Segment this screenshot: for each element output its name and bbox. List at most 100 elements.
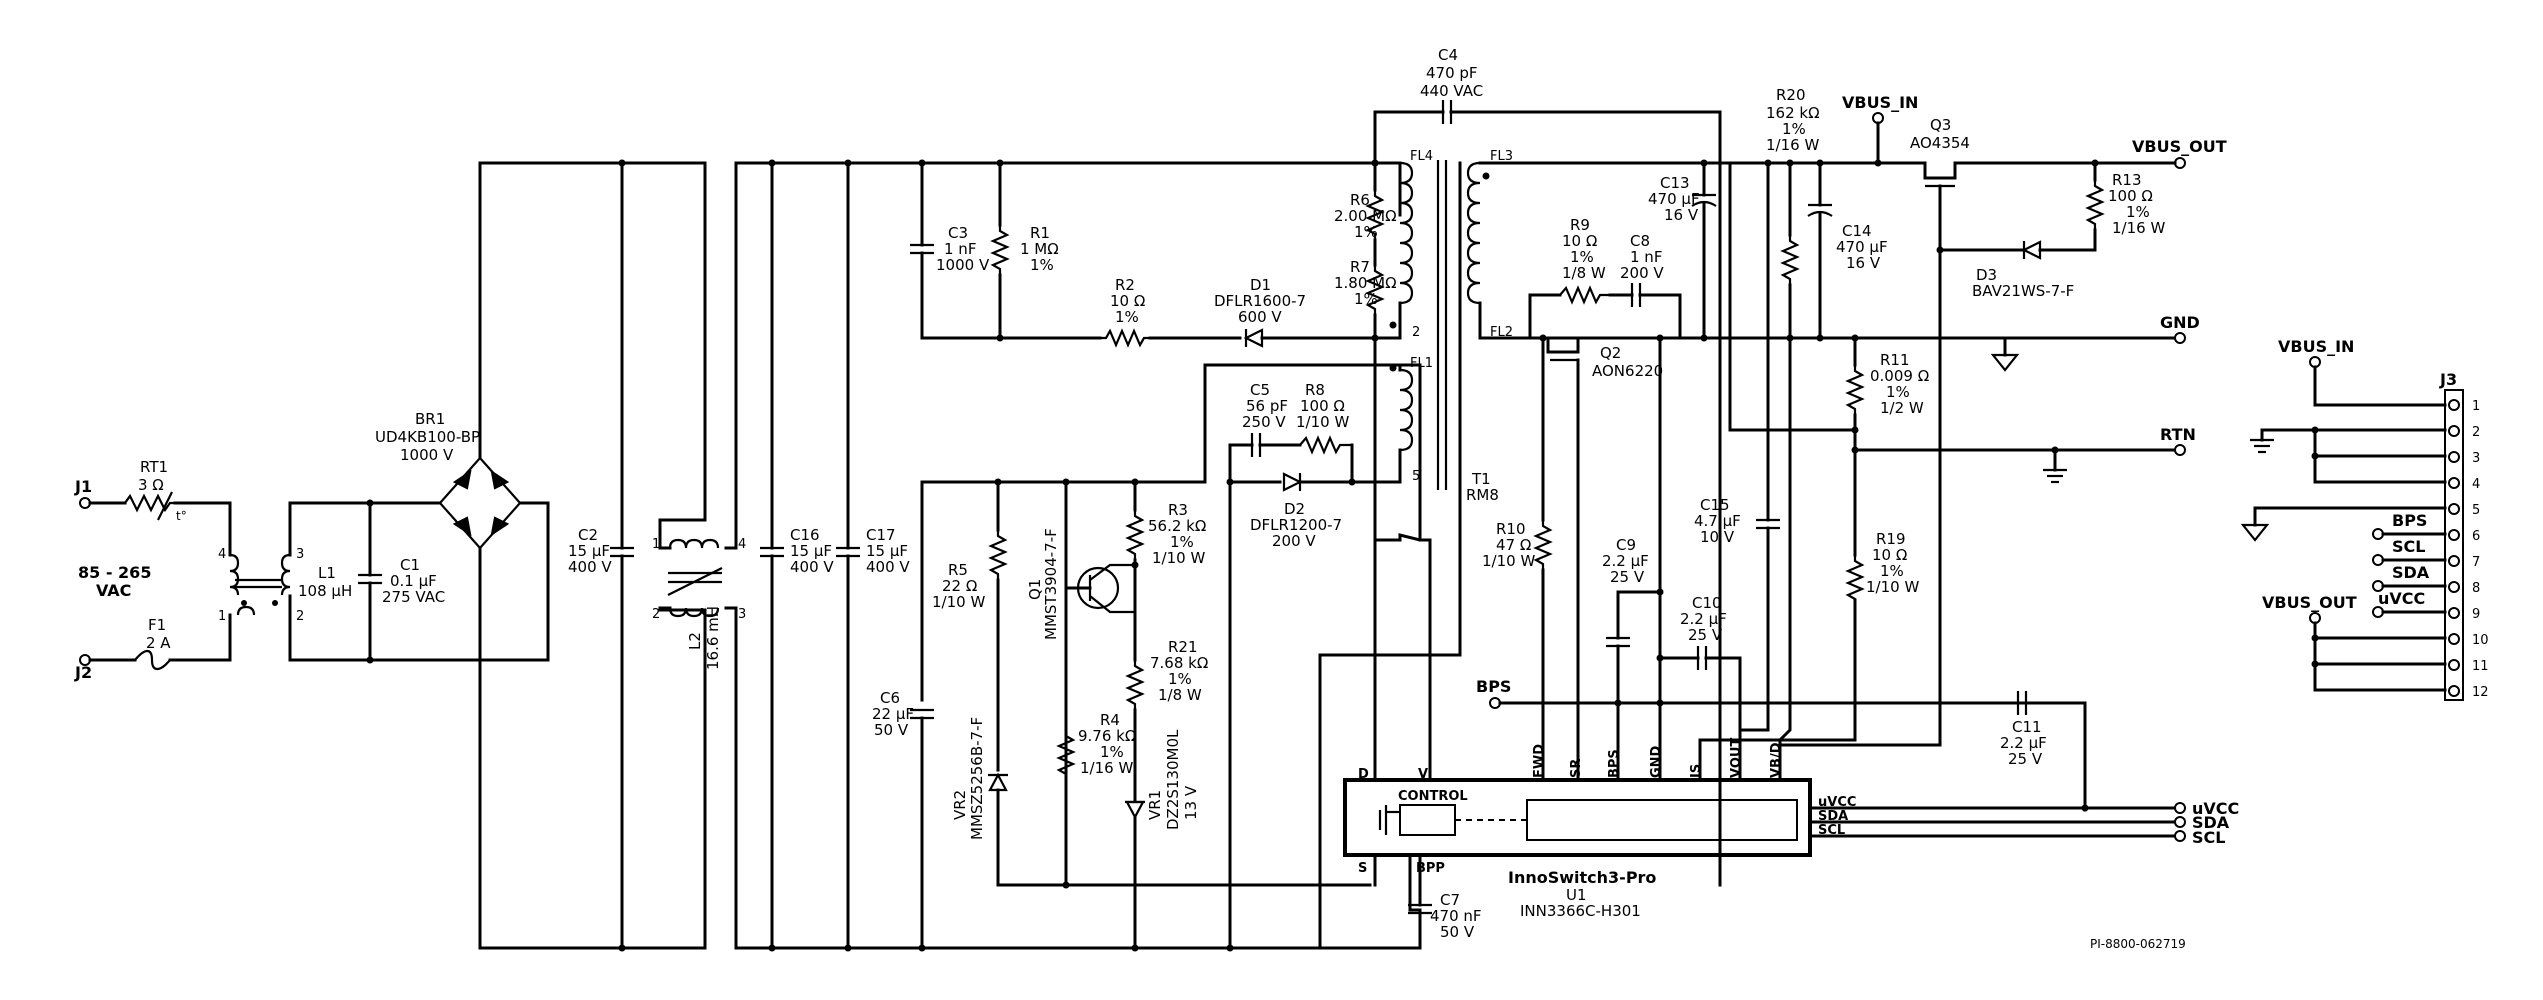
svg-text:SDA: SDA — [2392, 563, 2430, 582]
svg-text:16 V: 16 V — [1664, 206, 1699, 224]
j3-pin-number: 11 — [2472, 659, 2489, 674]
j3-pin[interactable] — [2448, 477, 2460, 489]
j3-pin-number: 9 — [2472, 607, 2480, 622]
svg-text:FL3: FL3 — [1490, 149, 1513, 164]
j3-pin-number: 12 — [2472, 685, 2489, 700]
svg-text:VR2: VR2 — [951, 790, 969, 820]
svg-text:D: D — [1358, 767, 1369, 782]
svg-text:IS: IS — [1689, 764, 1704, 778]
svg-text:MMST3904-7-F: MMST3904-7-F — [1042, 528, 1060, 640]
svg-text:Q2: Q2 — [1600, 344, 1621, 362]
scl-terminal[interactable] — [2174, 830, 2186, 842]
sda-terminal[interactable] — [2174, 816, 2186, 828]
svg-text:DFLR1600-7: DFLR1600-7 — [1214, 292, 1306, 310]
svg-text:Q3: Q3 — [1930, 116, 1951, 134]
rcd-clamp: C3 1 nF 1000 V R1 1 MΩ 1% R2 10 Ω 1% D1 … — [910, 159, 1377, 348]
bias-rectifier: C5 56 pF 250 V R8 100 Ω 1/10 W D2 DFLR12… — [1203, 363, 1402, 952]
j3-pin[interactable] — [2448, 633, 2460, 645]
j3-pin[interactable] — [2448, 503, 2460, 515]
j3-pin[interactable] — [2448, 529, 2460, 541]
c1-capacitor: C1 0.1 µF 275 VAC — [358, 499, 445, 664]
svg-text:440 VAC: 440 VAC — [1420, 82, 1483, 100]
vac-unit-label: VAC — [96, 581, 131, 600]
svg-text:1%: 1% — [1886, 383, 1910, 401]
svg-text:BPS: BPS — [2392, 511, 2427, 530]
svg-text:C5: C5 — [1250, 381, 1270, 399]
svg-text:1/8 W: 1/8 W — [1158, 686, 1202, 704]
svg-text:VR1: VR1 — [1146, 790, 1164, 820]
c2-label: C2 — [578, 526, 598, 544]
svg-text:100 Ω: 100 Ω — [1300, 397, 1345, 415]
svg-text:Q1: Q1 — [1026, 579, 1044, 600]
svg-text:R2: R2 — [1115, 276, 1135, 294]
svg-text:1%: 1% — [1115, 308, 1139, 326]
j3-pin[interactable] — [2448, 555, 2460, 567]
svg-text:1.80 MΩ: 1.80 MΩ — [1334, 274, 1397, 292]
j3-pin[interactable] — [2448, 659, 2460, 671]
j3-pin-number: 3 — [2472, 451, 2480, 466]
svg-text:R10: R10 — [1496, 520, 1526, 538]
svg-text:1/16 W: 1/16 W — [1766, 136, 1819, 154]
svg-text:InnoSwitch3-Pro: InnoSwitch3-Pro — [1508, 868, 1656, 887]
j3-pin[interactable] — [2448, 685, 2460, 697]
svg-text:470 pF: 470 pF — [1426, 64, 1478, 82]
svg-text:D1: D1 — [1250, 276, 1271, 294]
j3-pin[interactable] — [2448, 607, 2460, 619]
svg-text:C10: C10 — [1692, 594, 1722, 612]
j3-pin[interactable] — [2448, 581, 2460, 593]
svg-text:3: 3 — [738, 607, 746, 622]
secondary-circuit: GND Q2 AON6220 R9 10 Ω 1% 1/8 W C8 1 nF … — [1476, 86, 2239, 847]
svg-text:600 V: 600 V — [1238, 308, 1282, 326]
svg-text:DZ2S130M0L: DZ2S130M0L — [1164, 729, 1182, 830]
svg-text:FWD: FWD — [1532, 744, 1547, 778]
svg-text:R1: R1 — [1030, 224, 1050, 242]
svg-text:1%: 1% — [1354, 223, 1378, 241]
svg-text:1%: 1% — [1782, 120, 1806, 138]
svg-text:J3: J3 — [2439, 370, 2457, 389]
svg-text:R20: R20 — [1776, 86, 1806, 104]
svg-text:56.2 kΩ: 56.2 kΩ — [1148, 517, 1206, 535]
j3-pin[interactable] — [2448, 399, 2460, 411]
q3-load-switch: Q3 AO4354 — [1910, 116, 2097, 252]
svg-text:0.009 Ω: 0.009 Ω — [1870, 367, 1929, 385]
r6-r7-line-sense: R6 2.00 MΩ 1% R7 1.80 MΩ 1% — [1334, 159, 1432, 542]
uvcc-terminal[interactable] — [2174, 802, 2186, 814]
svg-text:BAV21WS-7-F: BAV21WS-7-F — [1972, 282, 2074, 300]
primary-bias-network: C6 22 µF 50 V R5 22 Ω 1/10 W VR2 MMSZ525… — [872, 478, 1372, 952]
svg-text:R3: R3 — [1168, 501, 1188, 519]
rtn-label: RTN — [2160, 425, 2196, 444]
svg-text:200 V: 200 V — [1272, 532, 1316, 550]
svg-text:C14: C14 — [1842, 222, 1872, 240]
svg-text:1 MΩ: 1 MΩ — [1020, 240, 1059, 258]
svg-text:1/10 W: 1/10 W — [1152, 549, 1205, 567]
svg-text:R9: R9 — [1570, 216, 1590, 234]
svg-text:R11: R11 — [1880, 351, 1910, 369]
svg-text:UD4KB100-BP: UD4KB100-BP — [375, 428, 480, 446]
j3-pin[interactable] — [2448, 451, 2460, 463]
svg-text:400 V: 400 V — [790, 558, 834, 576]
svg-text:R4: R4 — [1100, 711, 1120, 729]
svg-text:V: V — [1418, 767, 1428, 782]
svg-text:3: 3 — [296, 547, 304, 562]
svg-text:INN3366C-H301: INN3366C-H301 — [1520, 902, 1641, 920]
svg-text:250 V: 250 V — [1242, 413, 1286, 431]
svg-text:10 Ω: 10 Ω — [1562, 232, 1597, 250]
j3-pin[interactable] — [2448, 425, 2460, 437]
svg-text:1 nF: 1 nF — [944, 240, 976, 258]
vbus-out-label: VBUS_OUT — [2132, 137, 2227, 156]
rt1-thermistor: RT1 3 Ω t° — [124, 458, 187, 523]
svg-text:VBUS_IN: VBUS_IN — [1842, 93, 1918, 112]
svg-text:1%: 1% — [1354, 290, 1378, 308]
svg-text:C8: C8 — [1630, 232, 1650, 250]
gnd-terminal[interactable] — [2174, 332, 2186, 344]
svg-text:C4: C4 — [1438, 46, 1458, 64]
svg-text:SCL: SCL — [2392, 537, 2425, 556]
svg-text:BPS: BPS — [1476, 677, 1511, 696]
svg-text:uVCC: uVCC — [2192, 799, 2239, 818]
svg-text:R7: R7 — [1350, 258, 1370, 276]
svg-text:9.76 kΩ: 9.76 kΩ — [1078, 727, 1136, 745]
svg-text:4: 4 — [218, 547, 226, 562]
svg-text:2.2 µF: 2.2 µF — [1680, 610, 1727, 628]
rtn-terminal[interactable] — [2174, 444, 2186, 456]
svg-text:R5: R5 — [948, 561, 968, 579]
